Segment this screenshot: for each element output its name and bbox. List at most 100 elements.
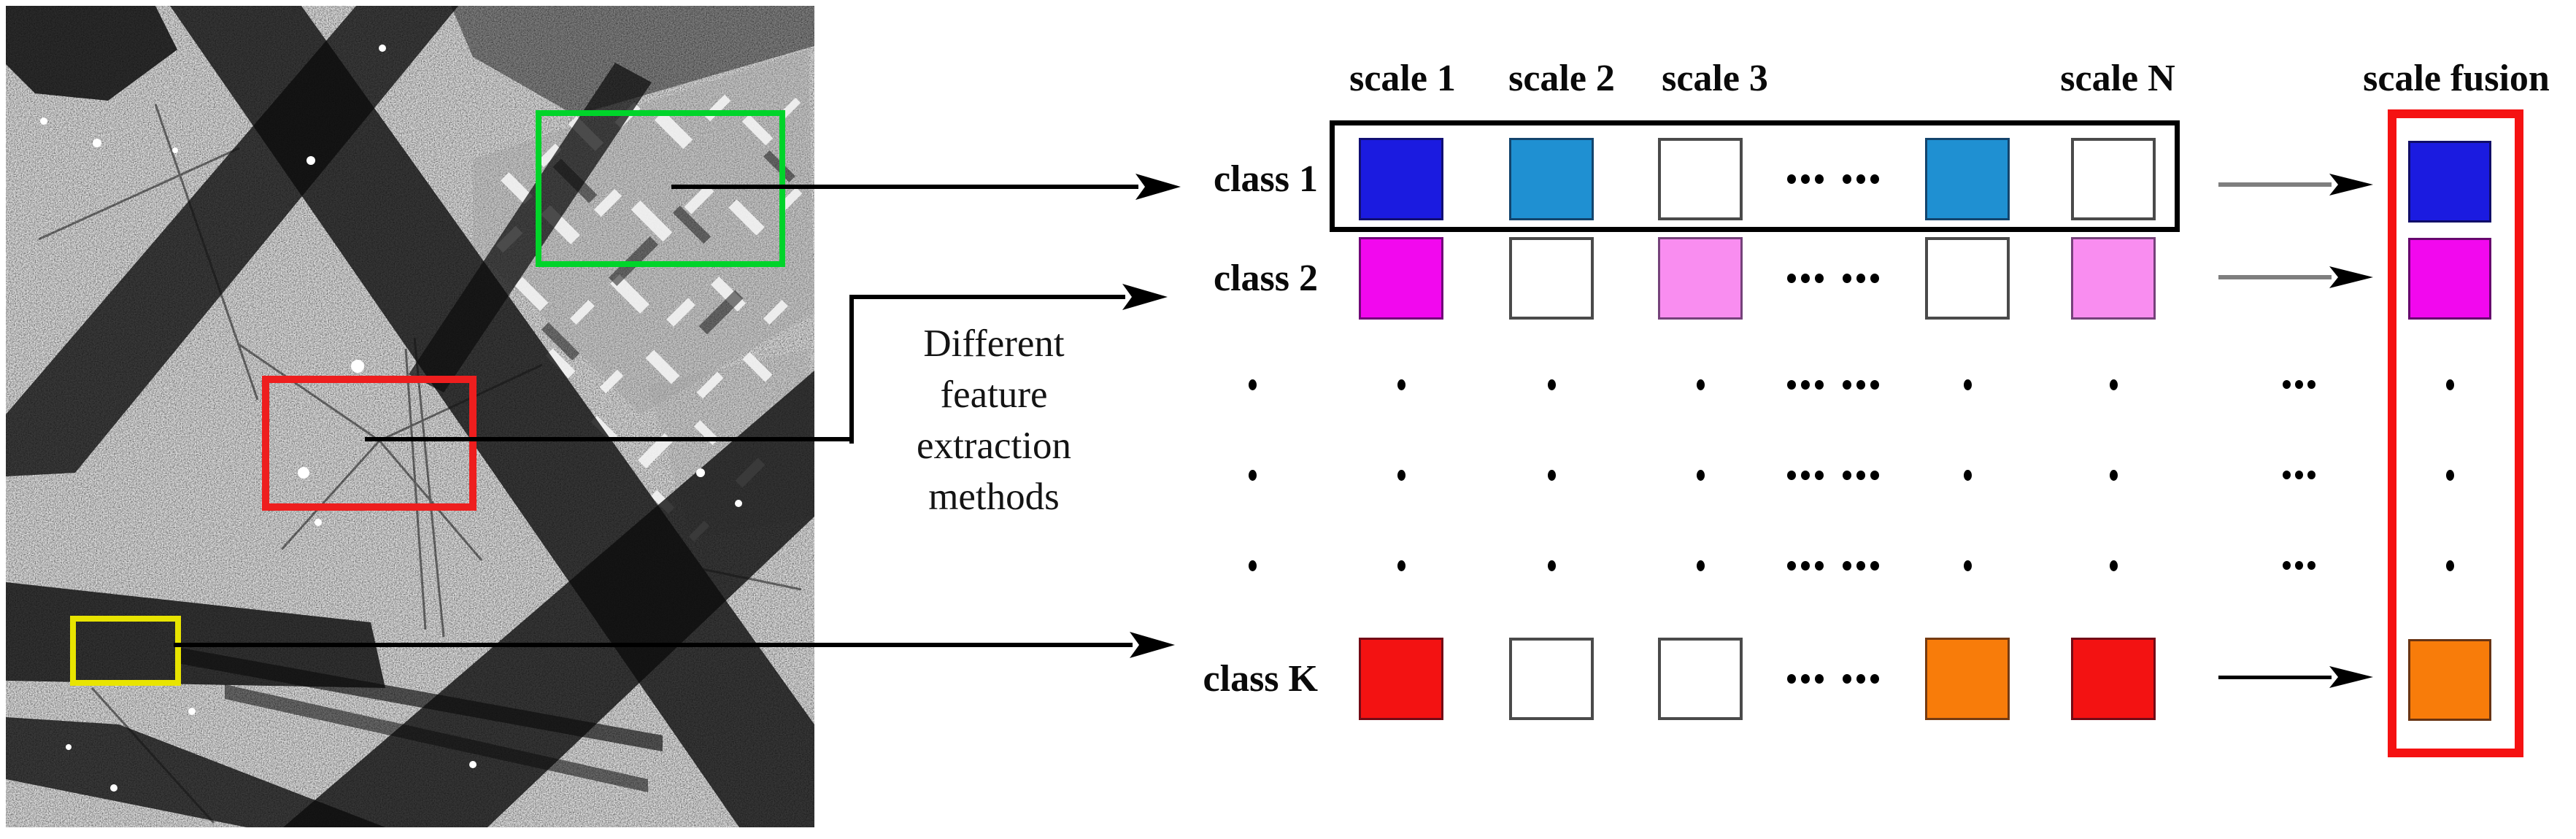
fusion-arrow-class2-shaft xyxy=(2218,275,2332,279)
fusion-arrowhead-class1 xyxy=(2329,174,2373,196)
ellipsis-dots-small xyxy=(2294,471,2303,479)
vertical-ellipsis-dot xyxy=(1248,560,1257,571)
ellipsis-dots xyxy=(1787,470,1796,480)
fusion-arrowhead-classK xyxy=(2329,666,2373,688)
ellipsis-dots xyxy=(1843,470,1851,480)
ellipsis-dots xyxy=(1856,174,1865,184)
ellipsis-dots-small xyxy=(2307,380,2315,389)
ellipsis-dots xyxy=(1787,379,1796,390)
ellipsis-dots xyxy=(1843,560,1851,571)
feature-cell-class3-col4 xyxy=(1925,638,2010,720)
ellipsis-dots xyxy=(1870,379,1879,390)
ellipsis-dots-small xyxy=(2307,471,2315,479)
sar-image xyxy=(6,6,814,827)
feature-cell-class1-col2 xyxy=(1509,138,1594,220)
note-line-3: extraction xyxy=(917,425,1071,467)
ellipsis-dots xyxy=(1801,470,1810,480)
sar-runway-bands xyxy=(6,6,814,827)
feature-cell-class3-col1 xyxy=(1359,638,1443,720)
vertical-ellipsis-dot xyxy=(2109,560,2118,571)
vertical-ellipsis-dot xyxy=(1248,469,1257,481)
vertical-ellipsis-dot xyxy=(2445,560,2454,571)
vertical-ellipsis-dot xyxy=(1963,560,1972,571)
vertical-ellipsis-dot xyxy=(1397,469,1405,481)
feature-cell-class2-col4 xyxy=(1925,237,2010,320)
feature-cell-class1-col1 xyxy=(1359,138,1443,220)
header-scale-fusion: scale fusion xyxy=(2363,58,2550,99)
ellipsis-dots xyxy=(1801,674,1810,684)
note-line-2: feature xyxy=(940,374,1048,416)
fusion-arrow-classK-shaft xyxy=(2218,676,2332,679)
class-label-1: class 1 xyxy=(1214,158,1318,200)
ellipsis-dots xyxy=(1870,674,1879,684)
ellipsis-dots-small xyxy=(2282,380,2291,389)
sar-scratch-lines xyxy=(38,104,802,824)
header-scale-2: scale 2 xyxy=(1508,58,1615,99)
vertical-ellipsis-dot xyxy=(1963,469,1972,481)
ellipsis-dots xyxy=(1787,274,1796,283)
ellipsis-dots-small xyxy=(2282,471,2291,479)
header-scale-N: scale N xyxy=(2060,58,2175,99)
feature-cell-class2-col1 xyxy=(1359,237,1443,320)
ellipsis-dots xyxy=(1801,274,1810,283)
vertical-ellipsis-dot xyxy=(1696,379,1705,390)
feature-cell-class1-col3 xyxy=(1658,138,1743,220)
vertical-ellipsis-dot xyxy=(2445,469,2454,481)
ellipsis-dots xyxy=(1856,470,1865,480)
vertical-ellipsis-dot xyxy=(1547,469,1556,481)
vertical-ellipsis-dot xyxy=(1696,469,1705,481)
feature-cell-class2-col3 xyxy=(1658,237,1743,320)
feature-extraction-note: Different feature extraction methods xyxy=(841,318,1147,522)
leader-line-class2-seg1 xyxy=(365,437,854,441)
feature-cell-class3-col2 xyxy=(1509,638,1594,720)
class-label-2: class 2 xyxy=(1214,257,1318,299)
leader-line-class1 xyxy=(671,185,1138,189)
ellipsis-dots xyxy=(1787,174,1796,184)
vertical-ellipsis-dot xyxy=(1547,560,1556,571)
ellipsis-dots xyxy=(1843,379,1851,390)
leader-line-class2-seg3 xyxy=(849,295,1125,299)
vertical-ellipsis-dot xyxy=(2109,469,2118,481)
class1-row-frame xyxy=(1330,120,2180,232)
vertical-ellipsis-dot xyxy=(1397,379,1405,390)
ellipsis-dots xyxy=(1801,379,1810,390)
vertical-ellipsis-dot xyxy=(1696,560,1705,571)
vertical-ellipsis-dot xyxy=(1547,379,1556,390)
feature-cell-class2-col5 xyxy=(2071,237,2156,320)
feature-cell-class3-col3 xyxy=(1658,638,1743,720)
ellipsis-dots xyxy=(1815,674,1824,684)
ellipsis-dots xyxy=(1787,674,1796,684)
fusion-arrowhead-class2 xyxy=(2329,266,2373,288)
note-line-4: methods xyxy=(928,476,1060,518)
sar-bright-points xyxy=(40,45,742,792)
arrowhead-class1 xyxy=(1135,174,1181,200)
feature-cell-class1-col4 xyxy=(1925,138,2010,220)
fusion-cell-class1 xyxy=(2408,141,2491,223)
vertical-ellipsis-dot xyxy=(2445,379,2454,390)
class-label-3: class K xyxy=(1203,657,1318,700)
ellipsis-dots xyxy=(1856,674,1865,684)
fusion-arrow-class1-shaft xyxy=(2218,182,2332,187)
ellipsis-dots xyxy=(1870,274,1879,283)
vertical-ellipsis-dot xyxy=(2109,379,2118,390)
ellipsis-dots xyxy=(1815,274,1824,283)
ellipsis-dots xyxy=(1815,379,1824,390)
arrowhead-classK xyxy=(1130,632,1175,658)
ellipsis-dots xyxy=(1856,274,1865,283)
ellipsis-dots xyxy=(1870,560,1879,571)
red-region-box xyxy=(262,376,477,511)
vertical-ellipsis-dot xyxy=(1248,379,1257,390)
arrowhead-class2 xyxy=(1122,284,1168,310)
ellipsis-dots-small xyxy=(2307,561,2315,570)
vertical-ellipsis-dot xyxy=(1963,379,1972,390)
ellipsis-dots xyxy=(1815,174,1824,184)
ellipsis-dots xyxy=(1801,174,1810,184)
yellow-region-box xyxy=(70,616,181,686)
ellipsis-dots xyxy=(1856,560,1865,571)
fusion-cell-class2 xyxy=(2408,238,2491,320)
ellipsis-dots xyxy=(1815,560,1824,571)
header-scale-3: scale 3 xyxy=(1662,58,1768,99)
ellipsis-dots-small xyxy=(2282,561,2291,570)
feature-cell-class2-col2 xyxy=(1509,237,1594,320)
